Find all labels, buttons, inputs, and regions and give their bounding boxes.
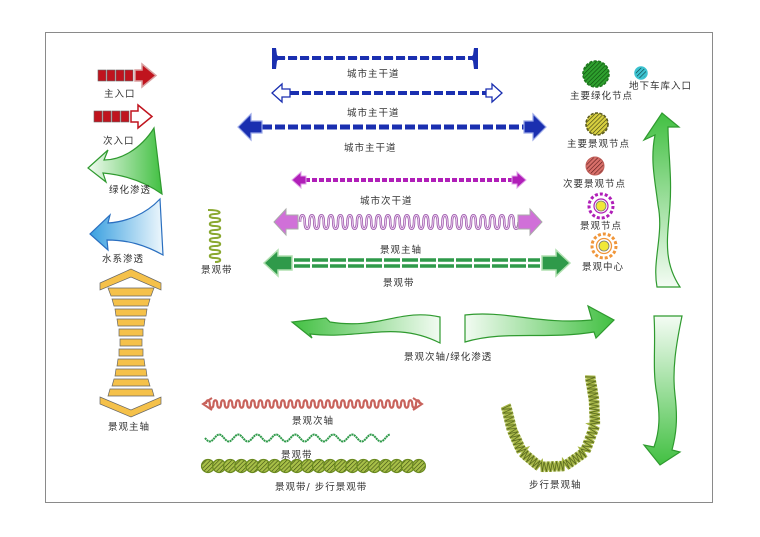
label-water-penetration: 水系渗透 xyxy=(102,254,145,265)
landscape-main-axis-vertical xyxy=(99,268,162,418)
vertical-green-arrow-down xyxy=(642,315,683,466)
underground-garage-entrance-icon xyxy=(634,66,648,80)
water-penetration-arrow xyxy=(89,197,164,257)
city-main-road-2-symbol xyxy=(271,82,503,104)
label-landscape-node: 景观节点 xyxy=(580,221,623,232)
label-city-main-road-3: 城市主干道 xyxy=(344,143,397,154)
label-landscape-main-axis-left: 景观主轴 xyxy=(108,422,151,433)
label-landscape-center: 景观中心 xyxy=(582,262,625,273)
label-pedestrian-landscape-axis: 步行景观轴 xyxy=(529,480,582,491)
secondary-axis-left-arrow xyxy=(290,314,441,344)
secondary-landscape-node-icon xyxy=(585,156,605,176)
landscape-center-icon xyxy=(590,232,618,260)
secondary-entrance-symbol xyxy=(93,103,154,130)
label-city-secondary-road: 城市次干道 xyxy=(360,196,413,207)
city-secondary-road-symbol xyxy=(291,170,527,190)
major-green-node-icon xyxy=(582,60,610,88)
major-landscape-node-icon xyxy=(585,112,609,136)
green-penetration-arrow xyxy=(87,126,163,196)
label-underground-garage-entrance: 地下车库入口 xyxy=(629,81,693,92)
city-main-road-3-symbol xyxy=(237,112,547,142)
pedestrian-landscape-belt-symbol xyxy=(200,458,426,474)
label-landscape-belt: 景观带 xyxy=(383,278,415,289)
landscape-belt-small-symbol xyxy=(207,209,222,263)
landscape-belt-wave-symbol xyxy=(204,433,391,443)
chain-link xyxy=(411,458,426,474)
label-landscape-secondary-axis: 景观次轴 xyxy=(292,416,335,427)
pedestrian-axis-outline xyxy=(501,376,600,472)
pedestrian-landscape-axis-symbol xyxy=(500,375,601,473)
label-secondary-landscape-node: 次要景观节点 xyxy=(563,179,627,190)
landscape-main-axis-wave-symbol xyxy=(273,207,543,237)
secondary-axis-right-arrow xyxy=(464,304,615,343)
label-main-entrance: 主入口 xyxy=(104,89,136,100)
label-landscape-main-axis: 景观主轴 xyxy=(380,245,423,256)
label-major-green-node: 主要绿化节点 xyxy=(570,91,634,102)
label-city-main-road-2: 城市主干道 xyxy=(347,108,400,119)
label-green-penetration: 绿化渗透 xyxy=(109,185,152,196)
landscape-secondary-axis-symbol xyxy=(201,397,424,411)
legend-frame xyxy=(45,32,713,503)
label-landscape-belt-bottom: 景观带 xyxy=(281,450,313,461)
main-entrance-symbol xyxy=(97,62,158,89)
label-landscape-belt-small: 景观带 xyxy=(201,265,233,276)
city-main-road-1-symbol xyxy=(272,48,478,69)
label-city-main-road-1: 城市主干道 xyxy=(347,69,400,80)
label-major-landscape-node: 主要景观节点 xyxy=(567,139,631,150)
label-pedestrian-landscape-belt: 景观带/ 步行景观带 xyxy=(275,482,368,493)
label-landscape-secondary-axis-green: 景观次轴/绿化渗透 xyxy=(404,352,493,363)
label-secondary-entrance: 次入口 xyxy=(103,136,135,147)
landscape-belt-double-line-symbol xyxy=(262,248,572,278)
vertical-green-arrow-up xyxy=(642,112,682,288)
landscape-node-icon xyxy=(587,192,615,220)
